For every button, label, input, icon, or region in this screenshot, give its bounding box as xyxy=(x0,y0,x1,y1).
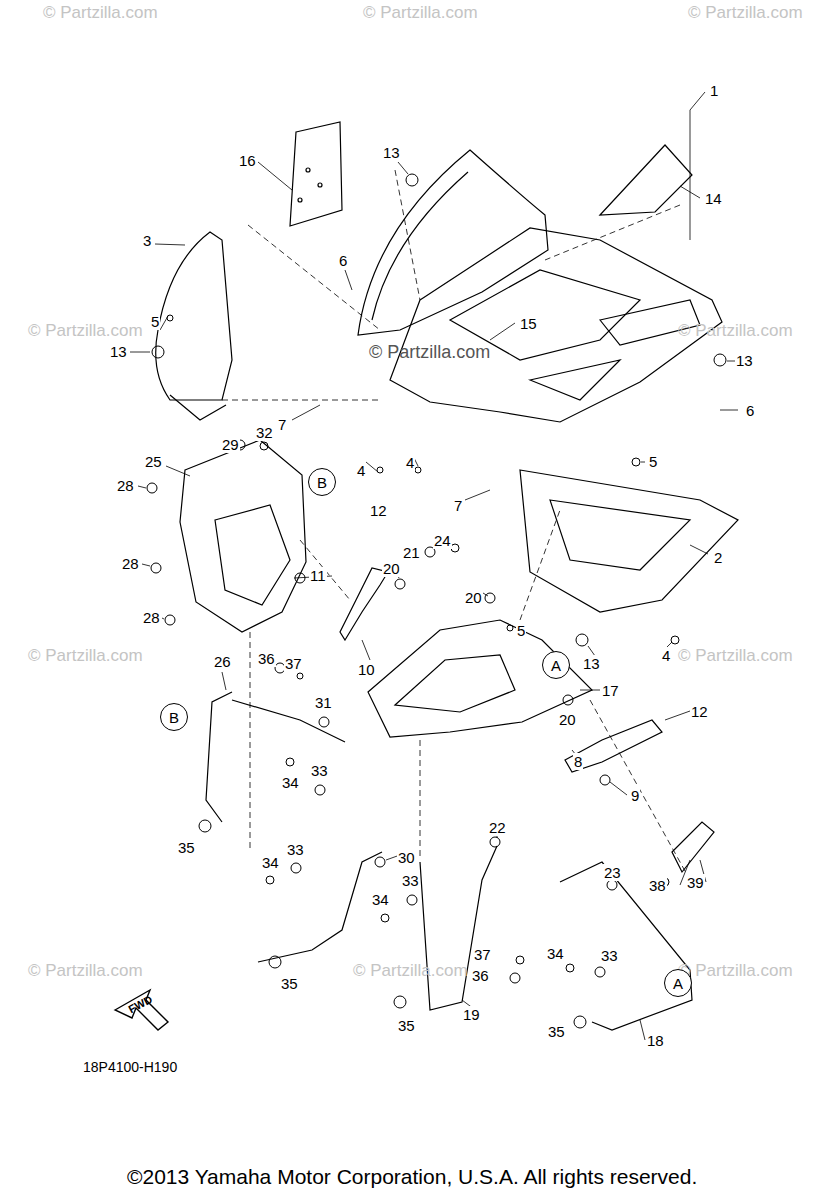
reference-letter: B xyxy=(169,709,179,726)
callout-number: 23 xyxy=(603,864,622,881)
callout-number: 17 xyxy=(601,682,620,699)
callout-number: 35 xyxy=(547,1023,566,1040)
callout-number: 34 xyxy=(371,891,390,908)
reference-circle: A xyxy=(664,969,692,997)
callout-number: 38 xyxy=(648,877,667,894)
callout-number: 28 xyxy=(116,477,135,494)
callout-number: 13 xyxy=(382,144,401,161)
callout-number: 2 xyxy=(713,549,723,566)
callout-number: 35 xyxy=(177,839,196,856)
callout-number: 29 xyxy=(221,436,240,453)
callout-number: 39 xyxy=(686,874,705,891)
callout-number: 14 xyxy=(704,190,723,207)
callout-number: 37 xyxy=(473,946,492,963)
reference-letter: A xyxy=(673,975,683,992)
callout-number: 33 xyxy=(286,841,305,858)
callout-number: 28 xyxy=(142,609,161,626)
callout-number: 4 xyxy=(356,462,366,479)
reference-circle: A xyxy=(542,651,570,679)
callout-number: 16 xyxy=(238,152,257,169)
callout-number: 13 xyxy=(582,655,601,672)
callout-number: 26 xyxy=(213,653,232,670)
callout-number: 19 xyxy=(462,1006,481,1023)
callout-number: 34 xyxy=(261,854,280,871)
callout-number: 36 xyxy=(471,967,490,984)
watermark: © Partzilla.com xyxy=(27,962,144,979)
callout-number: 13 xyxy=(109,343,128,360)
callout-number: 24 xyxy=(433,532,452,549)
diagram-code: 18P4100-H190 xyxy=(82,1059,178,1076)
watermark: © Partzilla.com xyxy=(677,322,794,339)
callout-number: 35 xyxy=(397,1017,416,1034)
watermark: © Partzilla.com xyxy=(677,962,794,979)
callout-number: 18 xyxy=(646,1032,665,1049)
callout-number: 13 xyxy=(735,352,754,369)
callout-number: 34 xyxy=(546,945,565,962)
callout-number: 30 xyxy=(397,849,416,866)
direction-arrow-text: FWD xyxy=(125,991,157,1019)
watermark: © Partzilla.com xyxy=(687,4,804,21)
reference-letter: A xyxy=(551,657,561,674)
callout-number: 15 xyxy=(519,315,538,332)
callout-number: 37 xyxy=(284,655,303,672)
callout-number: 1 xyxy=(709,82,719,99)
callout-number: 20 xyxy=(382,560,401,577)
watermark: © Partzilla.com xyxy=(677,647,794,664)
callout-number: 35 xyxy=(280,975,299,992)
callout-number: 6 xyxy=(745,402,755,419)
callout-number: 4 xyxy=(405,454,415,471)
watermark: © Partzilla.com xyxy=(27,647,144,664)
callout-number: 20 xyxy=(464,589,483,606)
callout-number: 12 xyxy=(369,502,388,519)
callout-number: 32 xyxy=(255,424,274,441)
watermark: © Partzilla.com xyxy=(42,4,159,21)
callout-number: 4 xyxy=(661,647,671,664)
reference-circle: B xyxy=(308,468,336,496)
callout-number: 10 xyxy=(357,661,376,678)
callout-number: 9 xyxy=(630,787,640,804)
callout-number: 21 xyxy=(402,544,421,561)
callout-number: 22 xyxy=(488,819,507,836)
callout-number: 20 xyxy=(558,711,577,728)
callout-number: 7 xyxy=(277,416,287,433)
callout-number: 36 xyxy=(257,650,276,667)
callout-number: 5 xyxy=(150,313,160,330)
callout-number: 33 xyxy=(600,947,619,964)
watermark: © Partzilla.com xyxy=(362,4,479,21)
callout-number: 3 xyxy=(142,232,152,249)
callout-number: 7 xyxy=(453,497,463,514)
callout-number: 11 xyxy=(309,567,327,584)
callout-number: 33 xyxy=(401,872,420,889)
reference-circle: B xyxy=(160,703,188,731)
watermark: © Partzilla.com xyxy=(352,962,469,979)
callout-number: 31 xyxy=(314,694,333,711)
callout-number: 6 xyxy=(338,252,348,269)
watermark: © Partzilla.com xyxy=(368,344,491,361)
copyright-notice: ©2013 Yamaha Motor Corporation, U.S.A. A… xyxy=(126,1168,698,1185)
callout-number: 12 xyxy=(690,703,709,720)
callout-number: 5 xyxy=(648,453,658,470)
reference-letter: B xyxy=(317,474,327,491)
callout-number: 8 xyxy=(573,753,583,770)
callout-number: 34 xyxy=(281,774,300,791)
callout-number: 33 xyxy=(310,762,329,779)
watermark: © Partzilla.com xyxy=(27,322,144,339)
callout-number: 5 xyxy=(516,622,526,639)
callout-number: 25 xyxy=(144,453,163,470)
callout-number: 28 xyxy=(121,555,140,572)
